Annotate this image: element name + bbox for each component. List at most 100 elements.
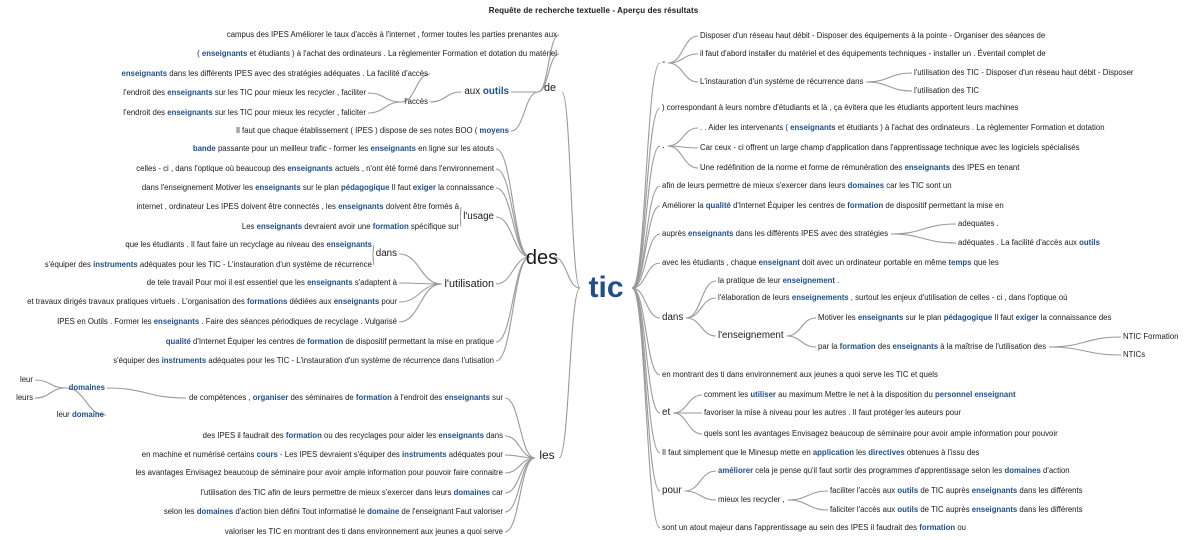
tree-branch-node[interactable]: adequates . [958,218,999,228]
tree-branch-node[interactable]: sont un atout majeur dans l'apprentissag… [662,522,967,532]
tree-branch-node[interactable]: s'équiper des instruments adéquates pour… [113,355,494,365]
tree-branch-node[interactable]: NTICs [1123,349,1146,359]
tree-branch-node[interactable]: . . Aider les intervenants ( enseignants… [700,122,1105,132]
tree-branch-node[interactable]: selon les domaines d'action bien défini … [163,506,503,516]
tree-branch-node[interactable]: auprès enseignants dans les différents I… [662,228,889,238]
branch-connector [631,262,661,289]
tree-branch-node[interactable]: bande passante pour un meilleur trafic -… [192,143,494,153]
branch-connector [495,187,531,258]
tree-branch-node[interactable]: Motiver les enseignants sur le plan péda… [818,312,1112,322]
keyword-highlight: enseignants [255,182,301,192]
keyword-highlight: formation [372,221,409,231]
tree-branch-node[interactable]: leur domaine [56,409,104,419]
tree-branch-node[interactable]: et [662,407,671,419]
branch-connector [34,379,66,389]
branch-connector [429,91,462,103]
tree-branch-node[interactable]: ) correspondant à leurs nombre d'étudian… [662,102,1019,112]
tree-branch-node[interactable]: afin de leurs permettre de mieux s'exerc… [662,180,952,190]
tree-branch-node[interactable]: avec les étudiants , chaque enseignant d… [662,257,999,267]
tree-branch-node[interactable]: par la formation des enseignants à la ma… [818,341,1047,351]
tree-branch-node[interactable]: faliciter l'accès aux outils de TIC aupr… [830,504,1083,514]
tree-branch-node[interactable]: dans [375,248,397,260]
tree-branch-node[interactable]: enseignants dans les différents IPES ave… [121,68,428,78]
tree-branch-node[interactable]: ( enseignants et étudiants ) à l'achat d… [197,48,557,58]
branch-connector [684,490,717,501]
tree-branch-node[interactable]: favoriser la mise à niveau pour les autr… [704,407,961,417]
tree-branch-node[interactable]: en montrant des ti dans environnement au… [662,369,938,379]
tree-branch-node[interactable]: celles - ci , dans l'optique où beaucoup… [136,163,494,173]
tree-branch-node[interactable]: . [662,140,665,152]
branch-connector [65,387,107,416]
branch-connector [786,335,817,348]
tree-branch-node[interactable]: la pratique de leur enseignement . [718,275,840,285]
tree-branch-node[interactable]: leur [19,374,33,384]
tree-branch-node[interactable]: Disposer d'un réseau haut débit - Dispos… [700,30,1046,40]
tree-branch-node[interactable]: l'endroit des enseignants sur les TIC po… [123,107,366,117]
hub-word-les[interactable]: les [539,448,555,462]
hub-word-des[interactable]: des [525,247,559,269]
tree-branch-node[interactable]: mieux les recycler , [718,494,785,504]
tree-branch-node[interactable]: adéquates . La facilité d'accès aux outi… [958,237,1100,247]
tree-branch-node[interactable]: il faut d'abord installer du matériel et… [700,48,1046,58]
tree-branch-node[interactable]: Les enseignants devraient avoir une form… [241,221,459,231]
tree-branch-node[interactable]: Il faut que chaque établissement ( IPES … [235,125,509,135]
tree-branch-node[interactable]: NTIC Formation [1123,331,1179,341]
hub-word-de[interactable]: de [543,82,557,94]
keyword-highlight: enseignants [333,296,380,306]
branch-connector [558,287,581,459]
keyword-highlight: enseignants [444,392,491,402]
tree-branch-node[interactable]: l'utilisation des TIC afin de leurs perm… [200,487,503,497]
keyword-highlight: temps [948,257,972,267]
tree-branch-node[interactable]: Car ceux - ci offrent un large champ d'a… [700,142,1080,152]
tree-branch-node[interactable]: campus des IPES Améliorer le taux d'accè… [226,29,557,39]
tree-branch-node[interactable]: et travaux dirigés travaux pratiques vir… [27,296,397,306]
branch-connector [34,387,66,399]
tree-branch-node[interactable]: faciliter l'accès aux outils de TIC aupr… [830,485,1083,495]
tree-branch-node[interactable]: s'équiper des instruments adéquates pour… [44,259,372,269]
keyword-highlight: enseignants [971,485,1018,495]
tree-branch-node[interactable]: que les étudiants . Il faut faire un rec… [125,239,372,249]
tree-branch-node[interactable]: - [662,57,666,69]
tree-branch-node[interactable]: l'élaboration de leurs enseignements , s… [718,292,1068,302]
tree-branch-node[interactable]: l'utilisation [444,277,494,290]
tree-branch-node[interactable]: des IPES il faudrait des formation ou de… [202,430,503,440]
tree-branch-node[interactable]: pour [662,485,682,497]
tree-branch-node[interactable]: dans [662,312,684,324]
tree-branch-node[interactable]: internet , ordinateur Les IPES doivent ê… [136,201,459,211]
tree-branch-node[interactable]: améliorer cela je pense qu'il faut sorti… [718,465,1070,475]
keyword-highlight: application [812,447,854,457]
tree-branch-node[interactable]: l'utilisation des TIC - Disposer d'un ré… [914,67,1134,77]
tree-branch-node[interactable]: l'accès [404,96,428,106]
tree-branch-node[interactable]: l'utilisation des TIC [914,85,980,95]
branch-connector [631,287,661,529]
tree-branch-node[interactable]: de compétences , organiser des séminaire… [189,392,503,402]
tree-branch-node[interactable]: l'usage [463,211,494,223]
tree-branch-node[interactable]: aux outils [464,86,509,98]
page-title: Requête de recherche textuelle - Aperçu … [488,6,699,15]
tree-branch-node[interactable]: domaines [69,383,105,392]
tree-branch-node[interactable]: en machine et numérisé certains cours - … [141,449,503,459]
tree-branch-node[interactable]: Améliorer la qualité d'Internet Équiper … [662,200,1004,210]
tree-branch-node[interactable]: l'enseignement [718,330,784,342]
tree-branch-node[interactable]: leurs [16,392,33,402]
tree-branch-node[interactable]: L'instauration d'un système de récurrenc… [700,76,864,86]
tree-branch-node[interactable]: Il faut simplement que le Minesup mette … [662,447,980,457]
tree-branch-node[interactable]: Une redéfinition de la norme et forme de… [700,162,1020,172]
tree-branch-node[interactable]: valoriser les TIC en montrant des ti dan… [224,526,503,536]
tree-branch-node[interactable]: dans l'enseignement Motiver les enseigna… [141,182,494,192]
tree-branch-node[interactable]: IPES en Outils . Former les enseignants … [57,316,397,326]
tree-branch-node[interactable]: les avantages Envisagez beaucoup de sémi… [135,467,503,477]
tree-branch-node[interactable]: de tele travail Pour moi il est essentie… [146,277,397,287]
tree-branch-node[interactable]: qualité d'Internet Équiper les centres d… [165,336,494,346]
branch-connector [372,253,375,266]
tree-branch-node[interactable]: quels sont les avantages Envisagez beauc… [704,428,1058,438]
branch-connector [1049,346,1122,356]
tree-branch-node[interactable]: l'endroit des enseignants sur les TIC po… [123,87,366,97]
keyword-highlight: enseignants [892,341,939,351]
tree-branch-node[interactable]: comment les utiliser au maximum Mettre l… [704,389,1016,399]
branch-connector [398,283,442,303]
keyword-highlight: personnel [935,389,973,399]
branch-connector [631,287,661,454]
root-keyword[interactable]: tic [588,271,624,304]
branch-connector [495,168,531,258]
